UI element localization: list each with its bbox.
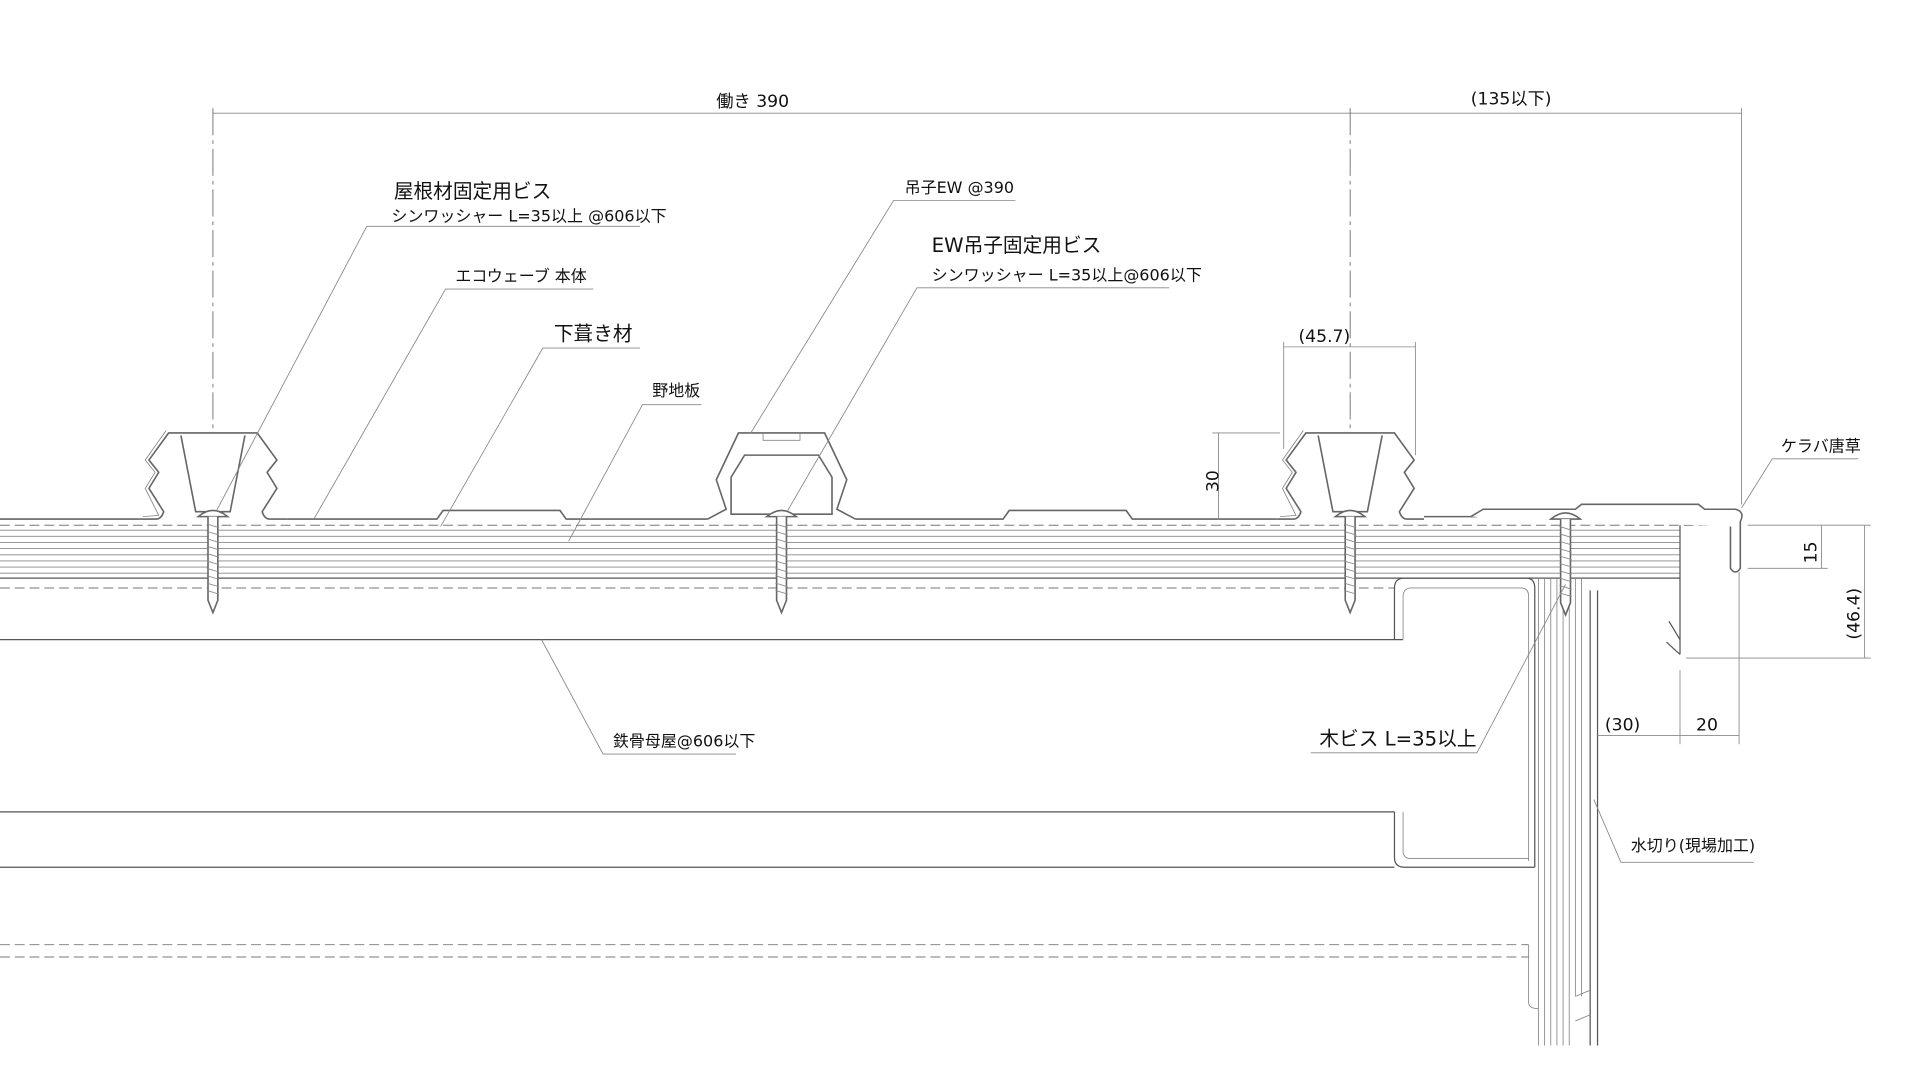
svg-text:屋根材固定用ビス: 屋根材固定用ビス xyxy=(394,180,551,203)
wood-screw-icon xyxy=(1549,512,1582,616)
label-flashing: 水切り(現場加工) xyxy=(1593,799,1755,863)
total-46-4-label: (46.4) xyxy=(1845,588,1865,640)
svg-text:野地板: 野地板 xyxy=(652,381,700,400)
svg-text:シンワッシャー L=35以上@606以下: シンワッシャー L=35以上@606以下 xyxy=(932,265,1202,284)
roof-panel xyxy=(0,429,1743,573)
svg-text:吊子EW @390: 吊子EW @390 xyxy=(905,178,1014,197)
dimension-rib-height: 30 xyxy=(1203,432,1280,520)
svg-text:鉄骨母屋@606以下: 鉄骨母屋@606以下 xyxy=(613,732,755,751)
label-underlayment: 下葺き材 xyxy=(440,323,640,527)
label-hanger: 吊子EW @390 xyxy=(750,178,1016,434)
label-hanger-screw: EW吊子固定用ビス シンワッシャー L=35以上@606以下 xyxy=(787,234,1202,511)
label-sheathing: 野地板 xyxy=(568,381,702,542)
dimension-rib-width: (45.7) xyxy=(1283,327,1416,456)
label-roof-screw: 屋根材固定用ビス シンワッシャー L=35以上 @606以下 xyxy=(216,180,667,511)
dimension-drip: 15 (46.4) xyxy=(1686,524,1871,659)
working-width-label: 働き 390 xyxy=(716,92,789,112)
label-wood-screw: 木ビス L=35以上 xyxy=(1310,584,1566,754)
flashing-boards xyxy=(1538,578,1599,1046)
svg-text:EW吊子固定用ビス: EW吊子固定用ビス xyxy=(932,234,1102,257)
drip-15-label: 15 xyxy=(1802,541,1822,563)
sheathing-boards xyxy=(0,524,1736,655)
rib-width-label: (45.7) xyxy=(1298,327,1350,347)
steel-purlin xyxy=(0,577,1539,1010)
offset-30-label: (30) xyxy=(1605,716,1640,736)
svg-text:ケラバ唐草: ケラバ唐草 xyxy=(1781,436,1861,455)
svg-text:エコウェーブ 本体: エコウェーブ 本体 xyxy=(455,267,586,286)
roof-screw-icon xyxy=(1334,509,1366,614)
label-verge: ケラバ唐草 xyxy=(1741,436,1861,509)
label-steel-purlin: 鉄骨母屋@606以下 xyxy=(541,639,755,755)
hanger-screw-icon xyxy=(765,509,798,614)
offset-20-label: 20 xyxy=(1696,716,1718,736)
roof-screw-icon xyxy=(197,509,229,614)
overhang-label: (135以下) xyxy=(1471,90,1552,110)
dimension-working-width: 働き 390 (135以下) xyxy=(212,90,1742,505)
svg-text:木ビス L=35以上: 木ビス L=35以上 xyxy=(1319,727,1476,750)
svg-text:下葺き材: 下葺き材 xyxy=(554,323,633,346)
dimension-bottom: (30) 20 xyxy=(1597,571,1740,745)
rib-height-label: 30 xyxy=(1203,470,1223,492)
label-ecowave-body: エコウェーブ 本体 xyxy=(313,267,594,520)
svg-text:水切り(現場加工): 水切り(現場加工) xyxy=(1631,836,1755,855)
svg-text:シンワッシャー L=35以上 @606以下: シンワッシャー L=35以上 @606以下 xyxy=(391,206,666,225)
